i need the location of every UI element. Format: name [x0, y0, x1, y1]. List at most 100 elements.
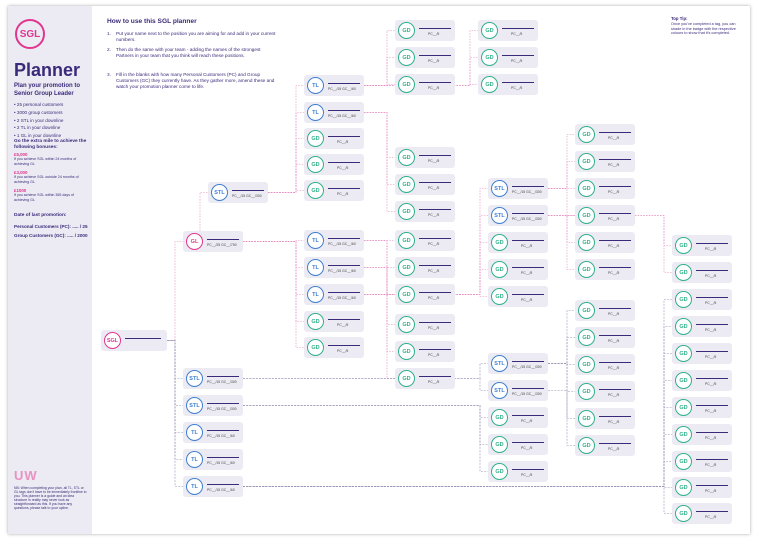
gd-badge-icon[interactable]: GD [398, 22, 415, 39]
name-field[interactable] [328, 238, 360, 239]
gd-badge-icon[interactable]: GD [398, 286, 415, 303]
customer-count-fields[interactable]: PC__/5 [608, 420, 620, 424]
customer-count-fields[interactable]: PC__/5 [705, 301, 717, 305]
name-field[interactable] [328, 265, 360, 266]
sgl-badge-icon[interactable]: SGL [104, 332, 121, 349]
name-field[interactable] [696, 459, 728, 460]
customer-count-fields[interactable]: PC__/5 [428, 242, 440, 246]
name-field[interactable] [512, 213, 544, 214]
name-field[interactable] [599, 443, 631, 444]
customer-count-fields[interactable]: PC__/5 [608, 339, 620, 343]
gd-badge-icon[interactable]: GD [491, 463, 508, 480]
customer-count-fields[interactable]: PC__/5 [428, 32, 440, 36]
name-field[interactable] [512, 294, 544, 295]
gd-badge-icon[interactable]: GD [675, 453, 692, 470]
customer-count-fields[interactable]: PC__/5 [337, 349, 349, 353]
customer-count-fields[interactable]: PC__/15 GC__/300 [207, 407, 237, 411]
customer-count-fields[interactable]: PC__/15 GC__/60 [207, 488, 235, 492]
gd-badge-icon[interactable]: GD [398, 49, 415, 66]
gd-badge-icon[interactable]: GD [675, 399, 692, 416]
name-field[interactable] [207, 403, 239, 404]
customer-count-fields[interactable]: PC__/5 [705, 328, 717, 332]
gd-badge-icon[interactable]: GD [398, 316, 415, 333]
name-field[interactable] [207, 484, 239, 485]
gd-badge-icon[interactable]: GD [491, 234, 508, 251]
name-field[interactable] [696, 378, 728, 379]
customer-count-fields[interactable]: PC__/15 GC__/60 [328, 269, 356, 273]
name-field[interactable] [328, 162, 360, 163]
name-field[interactable] [502, 28, 534, 29]
gd-card[interactable]: GD PC__/5 [395, 20, 455, 41]
name-field[interactable] [599, 186, 631, 187]
name-field[interactable] [328, 110, 360, 111]
customer-count-fields[interactable]: PC__/15 GC__/60 [328, 242, 356, 246]
date-of-last-promotion[interactable]: Date of last promotion: [14, 213, 67, 218]
name-field[interactable] [512, 469, 544, 470]
gd-badge-icon[interactable]: GD [675, 345, 692, 362]
name-field[interactable] [599, 389, 631, 390]
name-field[interactable] [502, 55, 534, 56]
name-field[interactable] [512, 240, 544, 241]
gd-badge-icon[interactable]: GD [675, 479, 692, 496]
name-field[interactable] [512, 442, 544, 443]
customer-count-fields[interactable]: PC__/5 [608, 447, 620, 451]
stl-badge-icon[interactable]: STL [491, 180, 508, 197]
customer-count-fields[interactable]: PC__/15 GC__/300 [512, 217, 542, 221]
name-field[interactable] [419, 238, 451, 239]
gd-badge-icon[interactable]: GD [491, 261, 508, 278]
gd-badge-icon[interactable]: GD [307, 130, 324, 147]
tl-badge-icon[interactable]: TL [307, 259, 324, 276]
gd-badge-icon[interactable]: GD [481, 76, 498, 93]
name-field[interactable] [696, 405, 728, 406]
customer-count-fields[interactable]: PC__/5 [337, 166, 349, 170]
tl-badge-icon[interactable]: TL [307, 104, 324, 121]
name-field[interactable] [696, 324, 728, 325]
name-field[interactable] [696, 485, 728, 486]
gd-badge-icon[interactable]: GD [481, 49, 498, 66]
customer-count-fields[interactable]: PC__/5 [608, 190, 620, 194]
customer-count-fields[interactable]: PC__/5 [511, 32, 523, 36]
customer-count-fields[interactable]: PC__/15 GC__/60 [328, 87, 356, 91]
customer-count-fields[interactable]: PC__/5 [428, 380, 440, 384]
customer-count-fields[interactable]: PC__/5 [608, 136, 620, 140]
name-field[interactable] [696, 297, 728, 298]
gd-badge-icon[interactable]: GD [398, 176, 415, 193]
customer-count-fields[interactable]: PC__/5 [428, 296, 440, 300]
name-field[interactable] [328, 136, 360, 137]
name-field[interactable] [512, 415, 544, 416]
customer-count-fields[interactable]: PC__/5 [337, 192, 349, 196]
customer-count-fields[interactable]: PC__/15 GC__/60 [328, 114, 356, 118]
gd-badge-icon[interactable]: GD [307, 313, 324, 330]
gd-badge-icon[interactable]: GD [398, 203, 415, 220]
name-field[interactable] [207, 376, 239, 377]
gd-badge-icon[interactable]: GD [398, 259, 415, 276]
name-field[interactable] [419, 292, 451, 293]
name-field[interactable] [599, 335, 631, 336]
name-field[interactable] [419, 28, 451, 29]
gd-badge-icon[interactable]: GD [398, 76, 415, 93]
name-field[interactable] [328, 83, 360, 84]
customer-count-fields[interactable]: PC__/5 [428, 159, 440, 163]
